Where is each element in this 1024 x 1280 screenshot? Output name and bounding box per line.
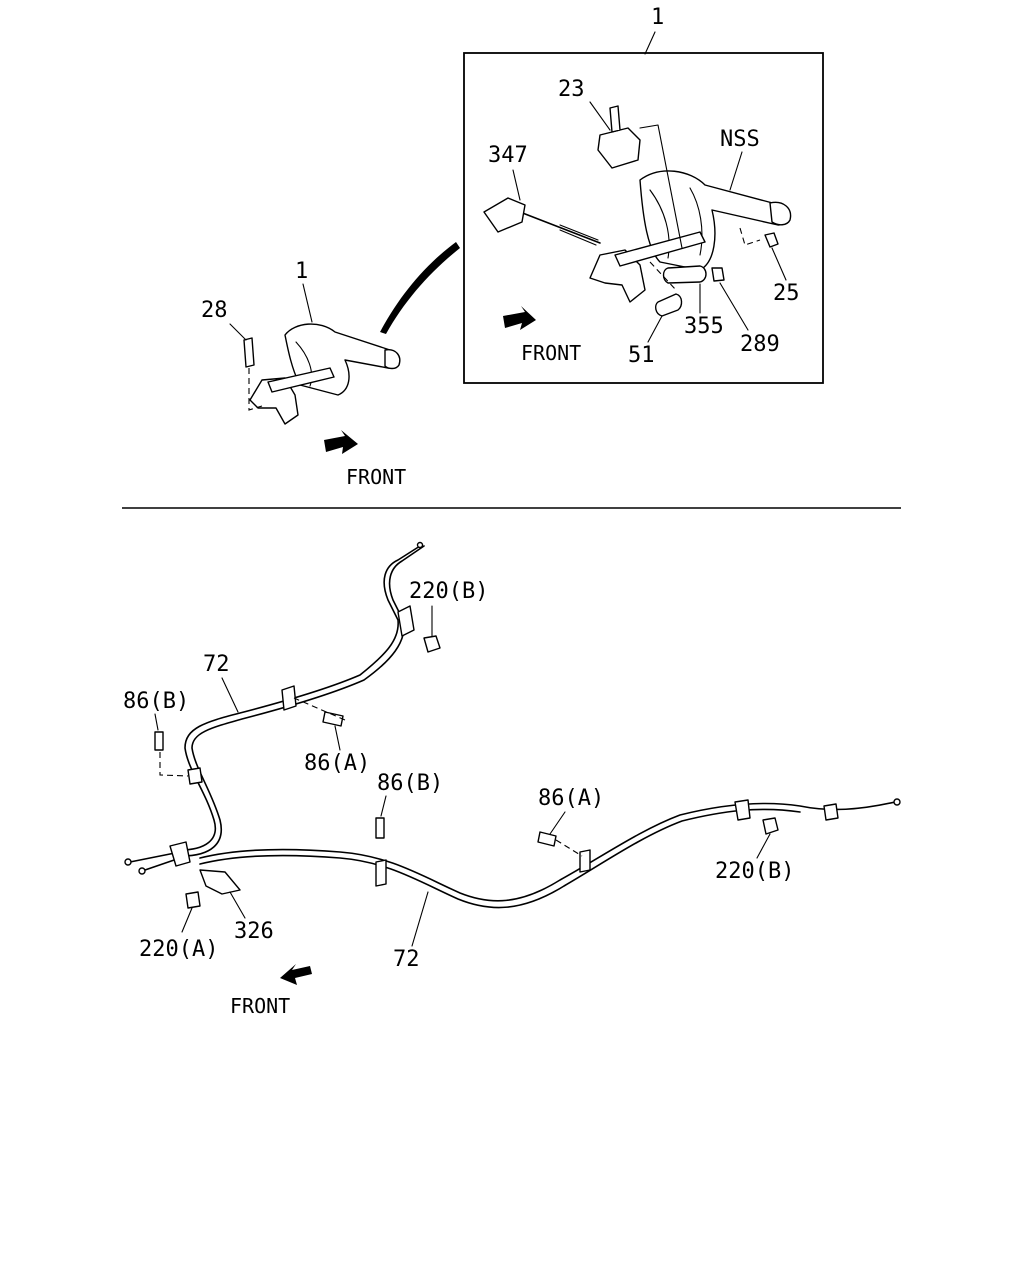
bolt-86a-mid [322, 711, 344, 727]
cable-end-fitting-right [823, 803, 839, 821]
label-72-bottom: 72 [393, 947, 420, 972]
label-86a-right: 86(A) [538, 786, 604, 811]
inset-switch [597, 127, 641, 169]
label-220b-right: 220(B) [715, 859, 794, 884]
label-220a: 220(A) [139, 937, 218, 962]
lower-front-arrow-icon [280, 964, 312, 985]
main-lever-shaft [267, 367, 335, 393]
main-lever-grip [384, 349, 401, 370]
inset-bolt-25 [764, 232, 779, 248]
label-326: 326 [234, 919, 274, 944]
bolt-28 [243, 337, 255, 368]
label-355: 355 [684, 314, 724, 339]
cable-72-upper [179, 545, 421, 851]
inset-lever-grip [769, 201, 792, 226]
inset-lever-assembly [483, 105, 792, 330]
clip-upper-right [397, 605, 415, 637]
label-86b-center: 86(B) [377, 771, 443, 796]
main-lever-bracket [249, 377, 299, 425]
bolt-86a-right [537, 831, 557, 847]
main-front-arrow-icon [324, 430, 358, 454]
inset-lever-body [639, 170, 789, 271]
upper-section: 1 [201, 5, 824, 489]
clip-upper-left [281, 685, 297, 711]
inset-collar-355 [662, 265, 707, 284]
bracket-326 [199, 869, 241, 895]
clip-left-mid [187, 767, 203, 785]
inset-bush-51 [654, 293, 683, 317]
label-nss: NSS [720, 127, 760, 152]
clip-right [579, 849, 591, 873]
label-86a-mid: 86(A) [304, 751, 370, 776]
label-51: 51 [628, 343, 655, 368]
label-lower-front: FRONT [230, 994, 290, 1018]
inset-shaft [614, 231, 706, 267]
inset-equalizer [483, 197, 526, 233]
cable-72-lower [199, 801, 896, 902]
bolt-86b-left [154, 731, 164, 751]
label-assembly-1-top: 1 [651, 5, 664, 30]
lower-section: 220(B) 72 86(B) 86(A) 86(B) 86(A) 220(B)… [123, 541, 901, 1018]
clip-center [375, 859, 387, 887]
label-347: 347 [488, 143, 528, 168]
nut-220b-right [762, 817, 779, 835]
leader-assembly-1-top [644, 31, 656, 55]
inset-front-arrow-icon [503, 306, 536, 330]
label-220b-top: 220(B) [409, 579, 488, 604]
nut-220b-top [423, 635, 441, 653]
label-inset-front: FRONT [521, 341, 581, 365]
bolt-86b-center [375, 817, 385, 839]
label-assembly-1-main: 1 [295, 259, 308, 284]
label-72-top: 72 [203, 652, 230, 677]
label-86b-left: 86(B) [123, 689, 189, 714]
inset-nut-289 [711, 267, 725, 282]
clip-left-junction [169, 841, 191, 867]
inset-adjuster-rod [519, 211, 601, 244]
label-28: 28 [201, 298, 228, 323]
label-25: 25 [773, 281, 800, 306]
main-lever-assembly [243, 323, 401, 454]
inset-switch-screw [609, 105, 621, 133]
label-main-front: FRONT [346, 465, 406, 489]
nut-220a [185, 891, 201, 909]
clip-far-right [734, 799, 751, 821]
label-23: 23 [558, 77, 585, 102]
inset-connector-curve [380, 242, 460, 334]
inset-detail-box [463, 52, 824, 384]
label-289: 289 [740, 332, 780, 357]
